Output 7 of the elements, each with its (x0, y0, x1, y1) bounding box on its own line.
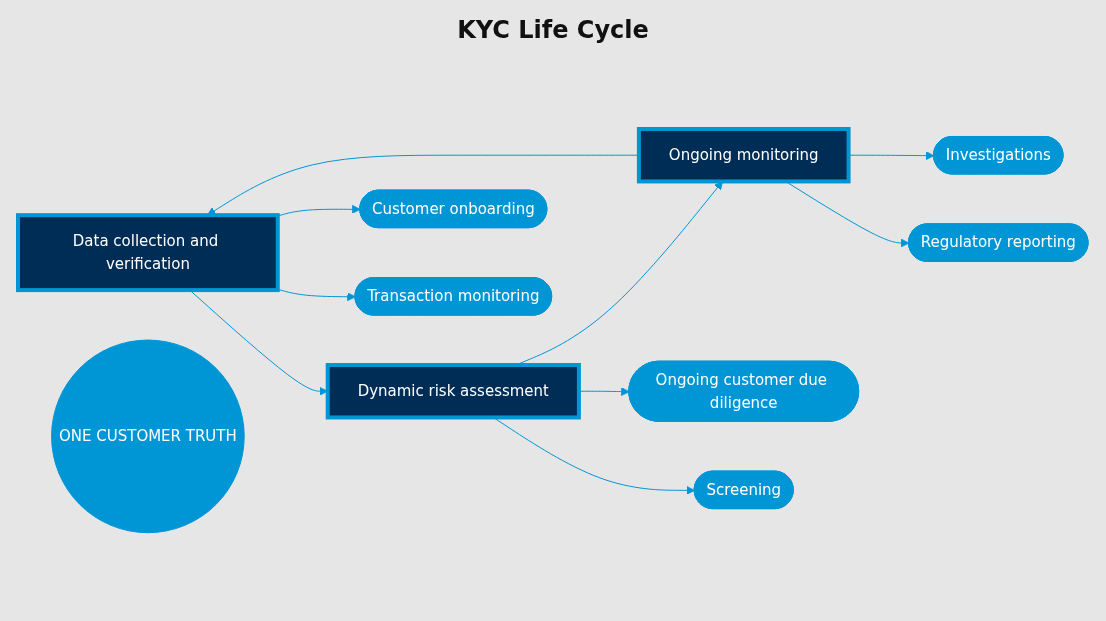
arrow (277, 204, 361, 217)
node-box: Dynamic risk assessment (325, 362, 581, 420)
node-box: Data collection and verification (16, 212, 280, 292)
diagram-title: KYC Life Cycle (457, 16, 649, 44)
node-box: Ongoing monitoring (636, 126, 851, 184)
node-circle: ONE CUSTOMER TRUTH (51, 339, 245, 533)
arrow (277, 288, 356, 301)
